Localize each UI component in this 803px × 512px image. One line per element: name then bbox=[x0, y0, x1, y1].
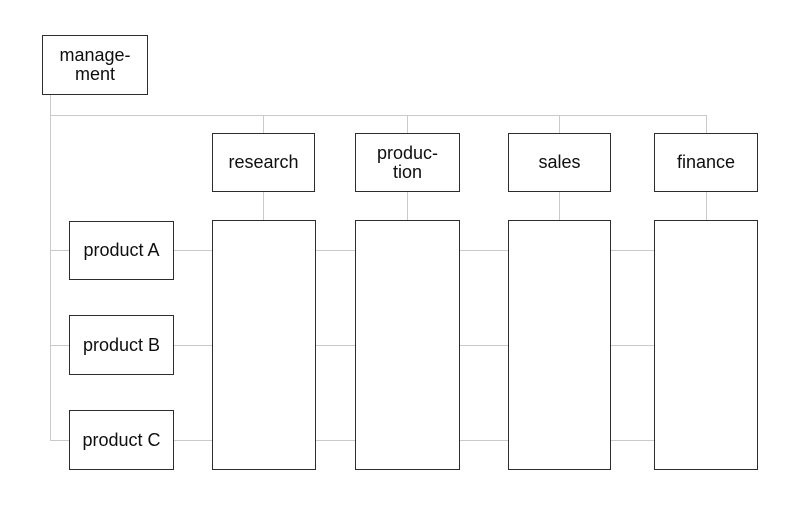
column-research bbox=[212, 220, 316, 470]
management-label: manage- ment bbox=[59, 45, 131, 84]
connector-left-spine bbox=[50, 95, 51, 440]
production-label: produc- tion bbox=[376, 142, 439, 182]
connector-research-lower bbox=[263, 192, 264, 220]
finance-label: finance bbox=[676, 152, 736, 172]
column-sales bbox=[508, 220, 611, 470]
node-production: produc- tion bbox=[355, 133, 460, 192]
product-a-label: product A bbox=[83, 240, 160, 260]
node-product-b: product B bbox=[69, 315, 174, 375]
connector-sales-lower bbox=[559, 192, 560, 220]
connector-top-bus bbox=[50, 115, 706, 116]
node-product-a: product A bbox=[69, 221, 174, 280]
column-production bbox=[355, 220, 460, 470]
product-b-label: product B bbox=[82, 334, 161, 355]
node-research: research bbox=[212, 133, 315, 192]
connector-production-lower bbox=[407, 192, 408, 220]
node-product-c: product C bbox=[69, 410, 174, 470]
sales-label: sales bbox=[538, 152, 581, 172]
connector-sales-upper bbox=[559, 115, 560, 133]
node-sales: sales bbox=[508, 133, 611, 192]
connector-finance-upper bbox=[706, 115, 707, 133]
product-c-label: product C bbox=[82, 429, 161, 450]
connector-research-upper bbox=[263, 115, 264, 133]
node-finance: finance bbox=[654, 133, 758, 192]
column-finance bbox=[654, 220, 758, 470]
connector-finance-lower bbox=[706, 192, 707, 220]
node-management: manage- ment bbox=[42, 35, 148, 95]
research-label: research bbox=[228, 152, 299, 172]
connector-production-upper bbox=[407, 115, 408, 133]
